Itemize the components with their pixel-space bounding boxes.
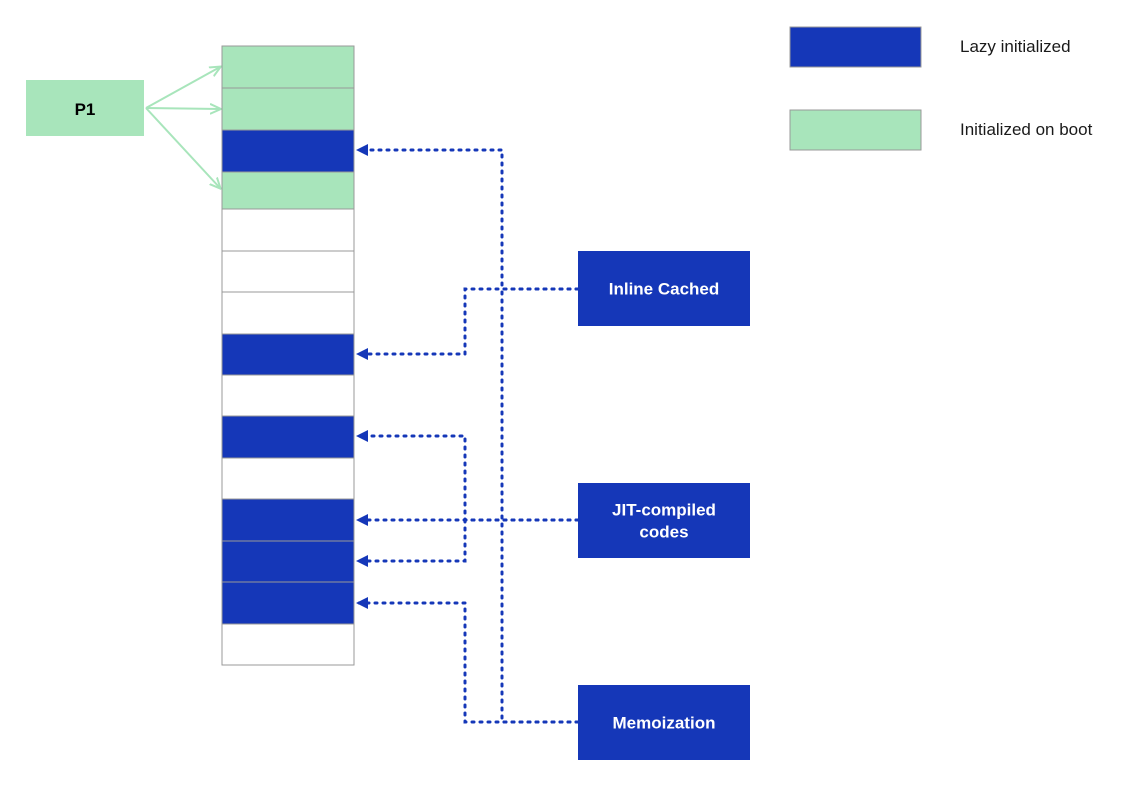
memory-cell-empty xyxy=(221,291,355,335)
memory-cell-empty xyxy=(221,208,355,252)
p1-arrow-1 xyxy=(145,67,220,109)
p1-group: P1 xyxy=(26,67,220,188)
node-jit-compiled-codes: JIT-compiled codes xyxy=(578,483,750,558)
connector-jit-to-cell-9 xyxy=(356,430,580,522)
p1-arrow-3 xyxy=(145,107,220,188)
legend-boot-label: Initialized on boot xyxy=(960,120,1093,139)
node-inline-cached: Inline Cached xyxy=(578,251,750,326)
node-label: codes xyxy=(639,523,688,542)
p1-arrow-2 xyxy=(145,108,220,109)
legend-lazy-swatch xyxy=(789,26,922,68)
memory-cell-empty xyxy=(221,374,355,417)
memory-cell-lazy xyxy=(221,333,355,376)
node-label: Inline Cached xyxy=(609,280,720,299)
connector-jit-to-cell-12 xyxy=(356,518,467,567)
legend-boot-swatch xyxy=(789,109,922,151)
connector-inline-to-cell-7 xyxy=(356,287,580,360)
connectors xyxy=(356,144,580,724)
memory-cell-lazy xyxy=(221,581,355,625)
memory-cell-boot xyxy=(221,171,355,210)
node-label: Memoization xyxy=(613,714,716,733)
memory-cell-empty xyxy=(221,457,355,500)
legend: Lazy initialized Initialized on boot xyxy=(789,26,1093,151)
node-memoization: Memoization xyxy=(578,685,750,760)
memory-cell-empty xyxy=(221,250,355,293)
memory-column xyxy=(221,45,355,666)
connector-inline-to-cell-2 xyxy=(356,144,580,291)
node-box xyxy=(578,251,750,326)
connector-memo-trunk xyxy=(500,287,580,724)
memory-cell-lazy xyxy=(221,498,355,542)
memory-cell-lazy xyxy=(221,129,355,173)
memory-cell-boot xyxy=(221,87,355,131)
memory-cell-empty xyxy=(221,623,355,666)
p1-box xyxy=(26,80,144,136)
p1-label: P1 xyxy=(75,100,96,119)
memory-cell-lazy xyxy=(221,415,355,459)
memory-cell-lazy xyxy=(221,540,355,583)
node-box xyxy=(578,685,750,760)
node-box xyxy=(578,483,750,558)
connector-memo-to-cell-13 xyxy=(356,597,580,724)
node-label: JIT-compiled xyxy=(612,501,716,520)
memory-cell-boot xyxy=(221,45,355,89)
legend-lazy-label: Lazy initialized xyxy=(960,37,1071,56)
